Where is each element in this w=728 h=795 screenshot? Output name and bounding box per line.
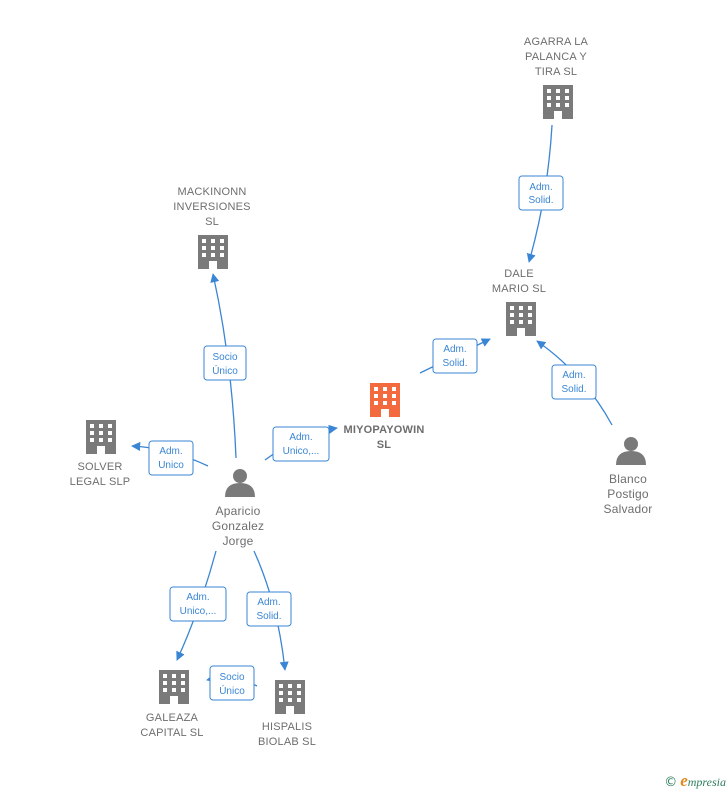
node-label-line: MIYOPAYOWIN [343, 424, 424, 436]
node-dale-mario-sl[interactable]: DALE MARIO SL [492, 268, 546, 336]
edge-label-line: Adm. [562, 370, 585, 381]
node-label-line: TIRA SL [535, 66, 577, 78]
node-label-line: BIOLAB SL [258, 736, 316, 748]
brand-footer[interactable]: ©empresia [664, 771, 726, 791]
node-label-line: Blanco [609, 472, 647, 486]
node-label-line: Jorge [222, 534, 253, 548]
edge-label-line: Solid. [561, 384, 586, 395]
building-icon [86, 420, 116, 454]
edge-label-line: Solid. [528, 195, 553, 206]
node-label-line: DALE [504, 268, 534, 280]
person-icon [616, 437, 646, 465]
building-icon [159, 670, 189, 704]
node-hispalis-biolab-sl[interactable]: HISPALIS BIOLAB SL [258, 680, 316, 748]
node-label-line: LEGAL SLP [70, 476, 131, 488]
edge-label-line: Adm. [257, 597, 280, 608]
node-label-line: Aparicio [216, 504, 261, 518]
edge-miyopayowin-dale[interactable]: Adm. Solid. [419, 338, 491, 374]
edge-label-line: Solid. [442, 358, 467, 369]
edge-label-line: Unico,... [283, 446, 320, 457]
node-label-line: SL [205, 216, 219, 228]
edge-label-line: Adm. [443, 344, 466, 355]
edge-blanco-dale[interactable]: Adm. Solid. [536, 340, 613, 426]
edge-aparicio-galeaza[interactable]: Adm. Unico,... [169, 550, 227, 661]
brand-logo-initial: e [680, 771, 688, 790]
edge-label-line: Único [212, 364, 238, 377]
edge-label-line: Adm. [289, 432, 312, 443]
node-label-line: SL [377, 439, 392, 451]
edge-aparicio-mackinonn[interactable]: Socio Único [203, 273, 247, 459]
node-label-line: Gonzalez [212, 519, 264, 533]
node-label-line: Salvador [604, 502, 653, 516]
node-label-line: MACKINONN [177, 186, 246, 198]
copyright-symbol: © [664, 775, 678, 790]
node-agarra-la-palanca-y-tira-sl[interactable]: AGARRA LA PALANCA Y TIRA SL [524, 36, 589, 119]
edge-label-line: Socio [212, 352, 237, 363]
edge-label-line: Solid. [256, 611, 281, 622]
node-label-line: INVERSIONES [173, 201, 250, 213]
edge-label-line: Adm. [186, 592, 209, 603]
edge-aparicio-hispalis[interactable]: Adm. Solid. [246, 550, 292, 671]
node-label-line: GALEAZA [146, 712, 199, 724]
node-galeaza-capital-sl[interactable]: GALEAZA CAPITAL SL [140, 670, 203, 739]
node-label-line: CAPITAL SL [140, 727, 203, 739]
edge-aparicio-miyopayowin[interactable]: Adm. Unico,... [264, 424, 338, 462]
node-label-line: AGARRA LA [524, 36, 589, 48]
edge-hispalis-galeaza[interactable]: Socio Único [206, 665, 258, 701]
node-solver-legal-slp[interactable]: SOLVER LEGAL SLP [70, 420, 131, 488]
node-mackinonn-inversiones-sl[interactable]: MACKINONN INVERSIONES SL [173, 186, 250, 269]
edge-label-line: Adm. [159, 446, 182, 457]
edge-agarra-dale[interactable]: Adm. Solid. [518, 124, 564, 263]
node-aparicio-gonzalez-jorge[interactable]: Aparicio Gonzalez Jorge [212, 469, 264, 548]
edge-label-line: Único [219, 684, 245, 697]
building-icon [198, 235, 228, 269]
node-blanco-postigo-salvador[interactable]: Blanco Postigo Salvador [604, 437, 653, 516]
node-label-line: HISPALIS [262, 721, 312, 733]
building-icon [543, 85, 573, 119]
building-icon [275, 680, 305, 714]
person-icon [225, 469, 255, 497]
brand-logo-text: mpresia [687, 775, 726, 789]
node-label-line: MARIO SL [492, 283, 546, 295]
edge-label-line: Unico [158, 460, 184, 471]
edge-label-line: Socio [219, 672, 244, 683]
building-icon [506, 302, 536, 336]
node-label-line: SOLVER [77, 461, 122, 473]
node-miyopayowin-sl[interactable]: MIYOPAYOWIN SL [343, 383, 424, 451]
building-icon [370, 383, 400, 417]
node-label-line: Postigo [607, 487, 649, 501]
node-label-line: PALANCA Y [525, 51, 587, 63]
edge-aparicio-solver[interactable]: Adm. Unico [131, 440, 209, 476]
edge-label-line: Adm. [529, 182, 552, 193]
edge-label-line: Unico,... [180, 606, 217, 617]
